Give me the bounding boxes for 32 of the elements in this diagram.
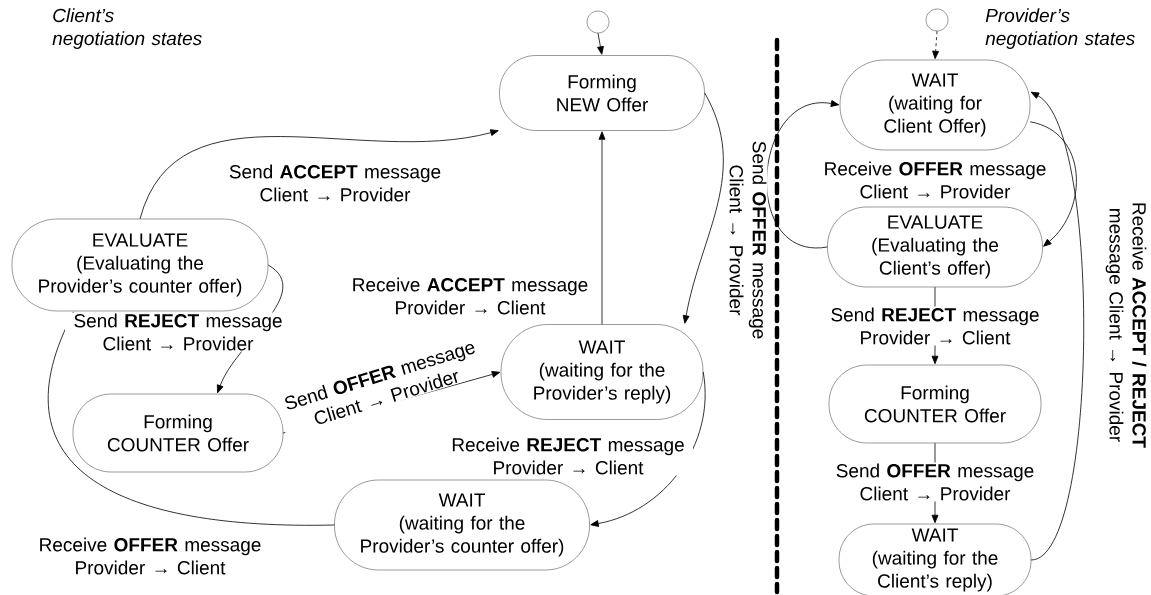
arrow bbox=[1029, 121, 1077, 247]
edge-label: Send OFFER message Client → Provider bbox=[828, 462, 1042, 502]
state-box: WAIT (waiting for the Provider’s reply) bbox=[500, 324, 704, 420]
state-box: WAIT (waiting for the Client’s reply) bbox=[838, 523, 1032, 595]
arrow bbox=[48, 311, 335, 526]
start-circle bbox=[925, 8, 949, 32]
edge-label: Send OFFER message Client → Provider bbox=[275, 336, 492, 436]
panel-title: Client’s negotiation states bbox=[52, 8, 202, 49]
arrow bbox=[1030, 91, 1085, 561]
state-box: WAIT (waiting for the Provider’s counter offer) bbox=[334, 479, 590, 571]
panel-title: Provider’s negotiation states bbox=[985, 8, 1135, 49]
arrow bbox=[682, 92, 724, 324]
arrow bbox=[139, 129, 499, 220]
edge-label: Send ACCEPT message Client → Provider bbox=[220, 163, 450, 203]
state-box: WAIT (waiting for Client Offer) bbox=[839, 59, 1031, 151]
arrow bbox=[932, 30, 939, 60]
start-circle bbox=[586, 10, 610, 34]
edge-label: Send REJECT message Provider → Client bbox=[822, 306, 1048, 346]
edge-label: Receive OFFER message Client → Provider bbox=[815, 160, 1055, 200]
state-box: EVALUATE (Evaluating the Client’s offer) bbox=[827, 206, 1043, 288]
state-box: EVALUATE (Evaluating the Provider’s counter offer) bbox=[11, 218, 269, 312]
state-box: Forming COUNTER Offer bbox=[72, 393, 284, 473]
state-box: Forming NEW Offer bbox=[499, 55, 705, 131]
edge-label: Receive OFFER message Provider → Client bbox=[30, 536, 270, 576]
arrow bbox=[590, 371, 706, 527]
edge-label: Receive REJECT message Provider → Client bbox=[443, 436, 693, 476]
edge-label: Receive ACCEPT message Provider → Client bbox=[344, 276, 596, 316]
arrow bbox=[766, 100, 840, 248]
state-box: Forming COUNTER Offer bbox=[828, 364, 1042, 444]
arrow bbox=[598, 131, 606, 325]
edge-label: Send REJECT message Client → Provider bbox=[65, 312, 291, 352]
arrow bbox=[597, 32, 604, 55]
